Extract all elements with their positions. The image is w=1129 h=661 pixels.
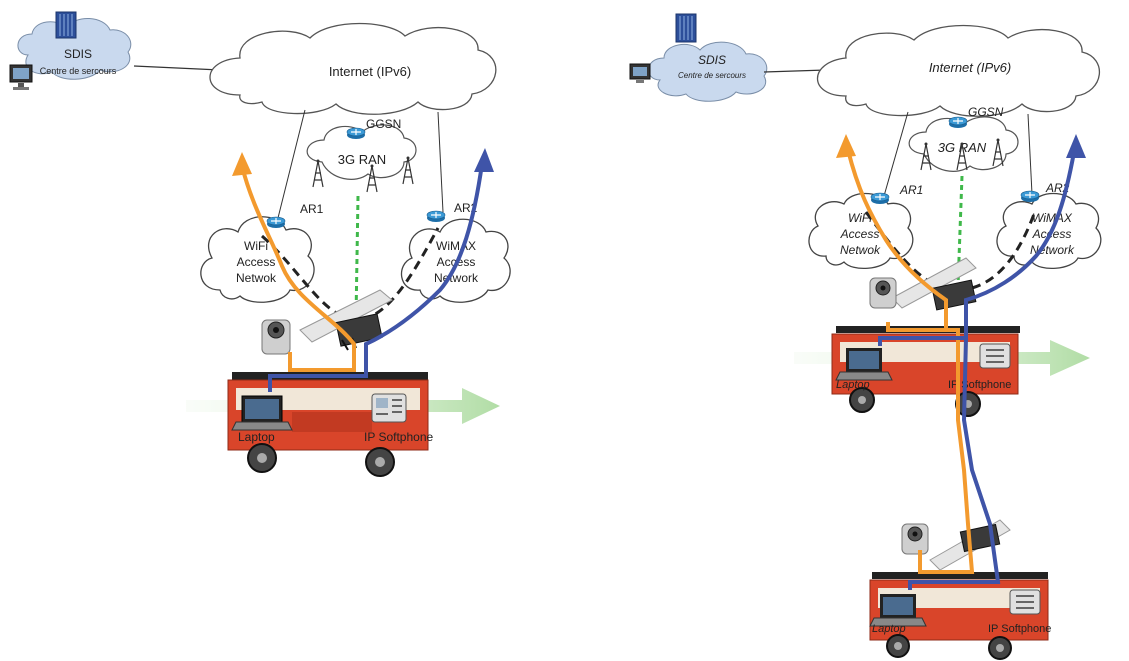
orange-data-path [846,149,975,574]
internet-cloud: Internet (IPv6) [817,24,1100,117]
laptop-icon [231,395,293,431]
blue-path-arrowhead [1066,134,1086,158]
wifi-label-line3: Netwok [236,271,277,285]
wifi-label-line2: Access [840,227,880,241]
truck-ladder [299,289,393,343]
camera-icon [901,523,929,555]
ggsn-router-icon [346,127,366,140]
ar2-router-icon [1020,190,1040,203]
right-scene: SDIS Centre de sercours Internet (IPv6) … [629,13,1102,660]
ar2-router-icon [426,210,446,223]
ar1-label: AR1 [899,183,923,197]
ran-cloud: 3G RAN [306,124,417,193]
sdis-node: SDIS Centre de sercours [629,13,768,102]
softphone-label: IP Softphone [364,430,433,444]
server-rack-icon [675,13,697,43]
ggsn-router-icon [948,116,968,129]
ip-phone-icon [371,393,407,423]
camera-icon [869,277,897,309]
ggsn-label: GGSN [968,105,1004,119]
laptop-label: Laptop [836,379,870,391]
internet-cloud: Internet (IPv6) [209,22,497,115]
wifi-cloud: WiFi Access Netwok [808,192,914,269]
wimax-label-line1: WiMAX [436,239,476,253]
ar1-router-icon [870,192,890,205]
monitor-icon [9,64,33,90]
softphone-label: IP Softphone [988,623,1051,635]
internet-label: Internet (IPv6) [329,64,411,79]
fire-truck-1: Laptop IP Softphone [831,257,1020,417]
cell-tower-icon [312,158,324,188]
wifi-label-line3: Netwok [840,243,881,257]
sdis-internet-link [763,69,827,73]
camera-icon [261,319,291,355]
wimax-label-line3: Network [434,271,479,285]
fire-truck-2: Laptop IP Softphone [869,519,1051,660]
3g-link-dashed [354,195,360,319]
ar1-router-icon [266,216,286,229]
sdis-internet-link [133,65,221,71]
sdis-title: SDIS [698,53,726,67]
server-rack-icon [55,11,77,39]
wimax-label-line1: WiMAX [1032,211,1073,225]
ran-cloud: 3G RAN [908,116,1019,172]
laptop-label: Laptop [872,623,906,635]
blue-data-path [268,163,484,392]
network-bus-bar [872,572,1048,579]
ran-label: 3G RAN [338,152,386,167]
sdis-title: SDIS [64,47,92,61]
internet-ar1-link [277,109,306,219]
left-scene: SDIS Centre de sercours Internet (IPv6) … [9,11,511,477]
blue-data-path [878,151,1076,590]
wifi-label-line2: Access [237,255,276,269]
sdis-node: SDIS Centre de sercours [9,11,132,90]
fire-truck: Laptop IP Softphone [227,289,433,477]
orange-path-arrowhead [232,152,252,176]
laptop-label: Laptop [238,430,275,444]
ip-phone-icon [979,343,1011,369]
ggsn-label: GGSN [366,117,401,131]
ar1-label: AR1 [300,202,324,216]
blue-path-arrowhead [474,148,494,172]
orange-data-path [240,165,356,372]
sdis-subtitle: Centre de sercours [678,71,746,80]
orange-path-arrowhead [836,134,856,158]
internet-label: Internet (IPv6) [929,60,1011,75]
internet-ar2-link [437,111,444,213]
truck-ladder [891,257,977,309]
internet-ar2-link [1027,113,1033,195]
monitor-icon [629,63,651,83]
wimax-cloud: WiMAX Access Network [996,192,1102,269]
laptop-icon [835,348,893,381]
internet-ar1-link [883,111,909,197]
sdis-subtitle: Centre de sercours [40,66,117,76]
truck-panel [878,588,1040,608]
wifi-cloud: WiFi Access Netwok [200,216,315,303]
ip-phone-icon [1009,589,1041,615]
laptop-icon [869,594,927,627]
wifi-label-line1: WiFi [244,239,268,253]
